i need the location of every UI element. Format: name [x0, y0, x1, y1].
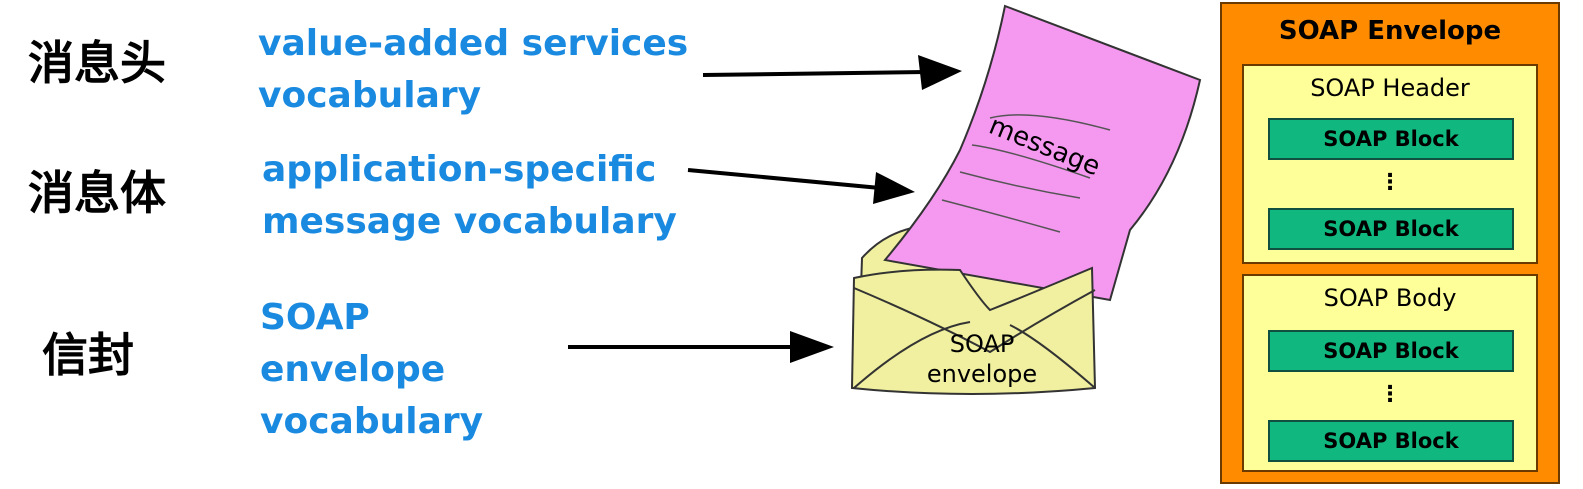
soap-header-block-1: SOAP Block: [1268, 118, 1514, 160]
soap-envelope-box: SOAP Envelope SOAP Header SOAP Block ⋮ S…: [1220, 2, 1560, 484]
header-description-line1: value-added services: [258, 23, 689, 64]
soap-body-box: SOAP Body SOAP Block ⋮ SOAP Block: [1242, 274, 1538, 472]
envelope-text-line2: envelope: [927, 360, 1037, 388]
label-envelope: 信封: [42, 328, 134, 382]
soap-body-ellipsis: ⋮: [1379, 382, 1401, 407]
soap-body-block-1: SOAP Block: [1268, 330, 1514, 372]
soap-body-block-2: SOAP Block: [1268, 420, 1514, 462]
body-description: application-specific message vocabulary: [262, 144, 677, 248]
envelope-front-shape: [850, 266, 1097, 395]
envelope-description-line3: vocabulary: [260, 401, 484, 442]
label-message-header: 消息头: [28, 36, 166, 90]
envelope-description-line2: envelope: [260, 349, 446, 390]
arrow-envelope: [568, 331, 834, 363]
header-description: value-added services vocabulary: [258, 18, 688, 122]
header-description-line2: vocabulary: [258, 75, 482, 116]
arrow-header: [702, 55, 962, 90]
body-description-line2: message vocabulary: [262, 201, 677, 242]
envelope-illustration: message SOAP envelope: [850, 4, 1202, 395]
envelope-text-line1: SOAP: [950, 330, 1015, 358]
soap-header-box: SOAP Header SOAP Block ⋮ SOAP Block: [1242, 64, 1538, 264]
message-paper-shape: [883, 4, 1202, 302]
body-description-line1: application-specific: [262, 149, 657, 190]
soap-body-title: SOAP Body: [1323, 284, 1457, 312]
soap-header-ellipsis: ⋮: [1379, 170, 1401, 195]
arrow-body: [687, 168, 915, 204]
envelope-description-line1: SOAP: [260, 297, 370, 338]
label-message-body: 消息体: [28, 166, 166, 220]
envelope-description: SOAP envelope vocabulary: [260, 292, 483, 448]
soap-envelope-title: SOAP Envelope: [1278, 16, 1502, 46]
soap-header-block-2: SOAP Block: [1268, 208, 1514, 250]
soap-header-title: SOAP Header: [1310, 74, 1470, 102]
